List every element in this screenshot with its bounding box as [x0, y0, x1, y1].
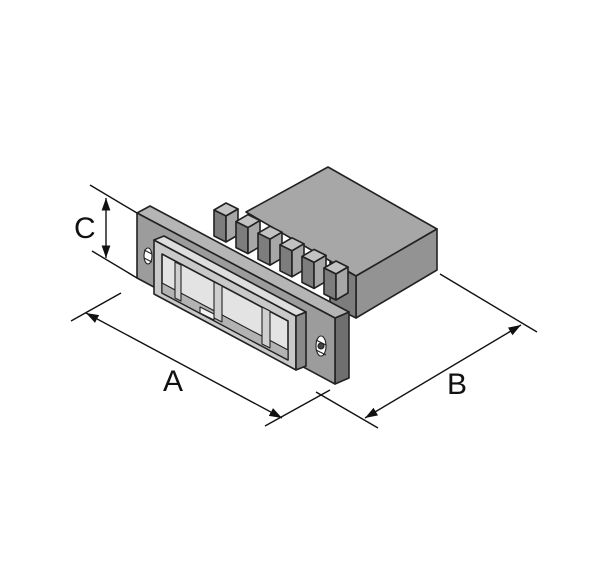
rib-front-face: [301, 255, 315, 290]
dimension-b-line: [364, 324, 522, 419]
dimension-a-label: A: [163, 365, 183, 398]
rib-front-face: [213, 209, 227, 243]
connector-ribs: [213, 202, 349, 301]
dimension-b-label: B: [447, 368, 467, 401]
rib-front-face: [257, 232, 271, 267]
dimension-c-extension-bottom: [91, 250, 138, 279]
dimension-b: B: [315, 273, 538, 429]
flange-side-edge: [334, 311, 350, 385]
cavity-partition-right: [261, 306, 271, 349]
cavity-partition-left: [174, 261, 182, 302]
dimension-b-extension-rear: [439, 273, 538, 333]
dimension-a-extension-right: [264, 389, 331, 427]
dimension-a-line: [85, 312, 283, 419]
dimension-b-extension-front: [315, 391, 379, 429]
dimension-c: C: [74, 184, 138, 279]
shroud-rim-top: [153, 235, 307, 317]
dimension-c-label: C: [74, 212, 96, 245]
rib-side-face: [335, 266, 349, 301]
shroud-rim-side: [295, 311, 307, 371]
left-mounting-clip: [143, 247, 153, 265]
rib-front-face: [279, 244, 293, 278]
dimension-a: A: [70, 292, 331, 427]
rib-front-face: [235, 220, 249, 255]
dimension-c-extension-top: [89, 184, 138, 214]
dimension-a-extension-left: [70, 292, 122, 322]
cavity-partition-mid: [213, 281, 223, 323]
right-mounting-clip: [315, 335, 327, 357]
rib-front-face: [323, 267, 337, 301]
